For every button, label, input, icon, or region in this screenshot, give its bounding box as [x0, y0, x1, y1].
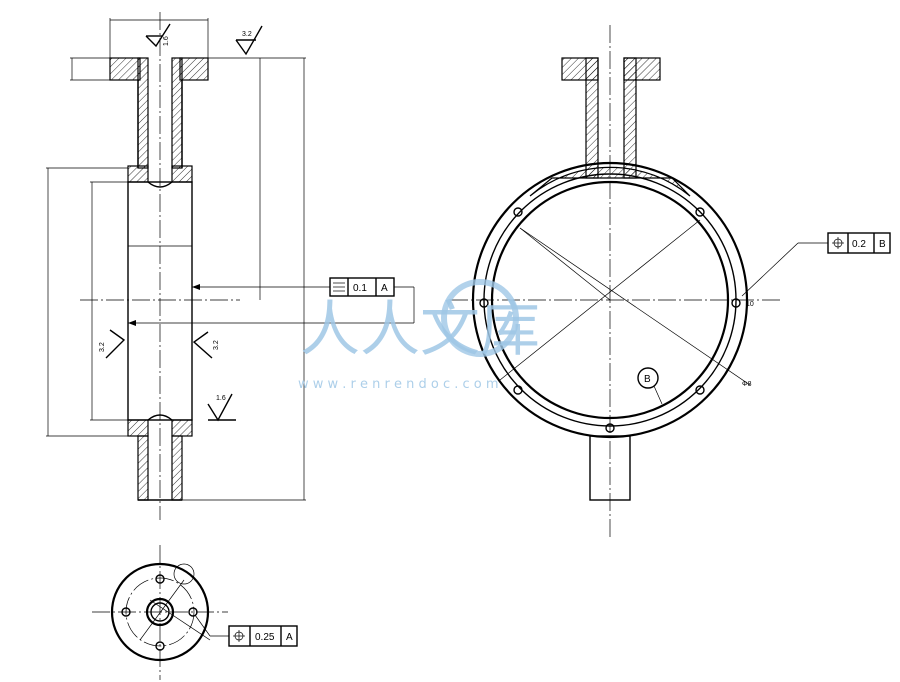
flatness-value: 0.1	[353, 283, 367, 294]
roughness-symbol-lower: 1.6	[207, 393, 236, 422]
balloon-circle	[637, 367, 659, 389]
rv-position-value: 0.2	[852, 239, 866, 250]
rv-neck-left	[585, 57, 599, 179]
rv-top-boss-section	[529, 166, 691, 197]
rv-bolt-hole-4	[731, 298, 741, 308]
balloon-label: B	[644, 374, 651, 385]
bv-bore-outer	[145, 597, 175, 627]
rv-outer-ring	[471, 161, 749, 439]
top-flange-left	[109, 57, 141, 81]
roughness-value-lower: 1.6	[216, 395, 226, 402]
rv-small-dim-label: 10	[746, 301, 754, 308]
rv-bolt-hole-3	[479, 298, 489, 308]
rv-construct-3	[519, 227, 611, 301]
left-section-view: 1.6 3.2 3.2 3.2 1.6	[46, 12, 415, 520]
position-tolerance-frame-bottom: 0.25 A	[228, 625, 298, 647]
roughness-value-body-left: 3.2	[99, 342, 106, 352]
main-body-outline	[127, 181, 193, 421]
rv-bolt-hole-7	[605, 423, 615, 433]
watermark: 人人文库 w w w . r e n r e n d o c . c o m	[298, 279, 540, 392]
rv-construct-1	[519, 227, 751, 386]
bv-hole-right	[188, 607, 198, 617]
bv-frame-box	[228, 625, 298, 647]
upper-bore-arc	[147, 181, 173, 188]
flatness-tolerance-frame: 0.1 A	[329, 277, 395, 297]
rv-bolt-hole-1	[513, 207, 523, 217]
top-neck-left-wall	[137, 57, 149, 169]
roughness-v-2	[235, 25, 263, 56]
arrowhead-2	[128, 320, 136, 326]
position-tolerance-frame-right: 0.2 B	[827, 232, 891, 254]
rv-small-dim-label-low: Φ8	[742, 381, 752, 388]
roughness-symbol-top-right: 3.2	[235, 25, 263, 56]
watermark-text-cn: 人人文库	[300, 295, 540, 365]
roughness-v-3	[105, 329, 126, 359]
bv-detail-circle	[173, 563, 195, 585]
upper-ring-left	[127, 165, 149, 183]
flatness-frame-box	[329, 277, 395, 297]
roughness-value-body-right: 3.2	[213, 340, 220, 350]
roughness-v-1	[145, 23, 171, 48]
upper-ring-right	[171, 165, 193, 183]
balloon-leader	[653, 385, 663, 405]
rv-bottom-neck	[589, 435, 631, 501]
roughness-symbol-top: 1.6	[145, 23, 171, 48]
rv-frame-box	[827, 232, 891, 254]
roughness-symbol-body-right: 3.2	[192, 331, 220, 359]
lower-ring-left	[127, 419, 149, 437]
position-icon	[233, 630, 245, 642]
rv-bolt-hole-2	[695, 207, 705, 217]
bv-construct-2	[149, 599, 211, 641]
flatness-icon	[333, 282, 345, 292]
roughness-symbol-body-left: 3.2	[99, 329, 126, 359]
bv-position-leader-1	[194, 614, 211, 637]
bv-bore-inner	[150, 602, 170, 622]
balloon-callout: B	[637, 367, 663, 405]
bv-position-value: 0.25	[255, 632, 275, 643]
bv-hole-bottom	[155, 641, 165, 651]
top-neck-right-wall	[171, 57, 183, 169]
rv-neck-right	[623, 57, 637, 179]
lower-ring-right	[171, 419, 193, 437]
bv-hole-left	[121, 607, 131, 617]
position-icon	[832, 237, 844, 249]
top-flange-right	[179, 57, 209, 81]
watermark-url: w w w . r e n r e n d o c . c o m	[298, 377, 499, 392]
roughness-value-top-right: 3.2	[242, 31, 252, 38]
bv-outer-flange	[110, 562, 210, 662]
flatness-datum: A	[381, 283, 388, 294]
rv-bolt-hole-6	[695, 385, 705, 395]
bv-construct-1	[139, 579, 185, 641]
roughness-v-4	[192, 331, 213, 359]
right-front-view: 0.2 B 10 Φ8 B	[450, 25, 891, 540]
rv-construct-2	[499, 219, 701, 381]
bottom-neck-left-wall	[137, 435, 149, 501]
bv-position-datum: A	[286, 632, 293, 643]
rv-position-leader-1	[741, 242, 799, 297]
arrowhead-1	[192, 284, 200, 290]
bottom-flange-view: 0.25 A	[92, 545, 298, 680]
bv-bolt-circle	[125, 577, 195, 647]
watermark-logo-ring	[441, 279, 519, 357]
lower-bore-arc	[147, 414, 173, 421]
bv-hole-top	[155, 574, 165, 584]
bottom-neck-right-wall	[171, 435, 183, 501]
rv-position-datum: B	[879, 239, 886, 250]
rv-inner-bore	[490, 180, 730, 420]
roughness-value-top: 1.6	[163, 36, 170, 46]
rv-bolt-hole-5	[513, 385, 523, 395]
